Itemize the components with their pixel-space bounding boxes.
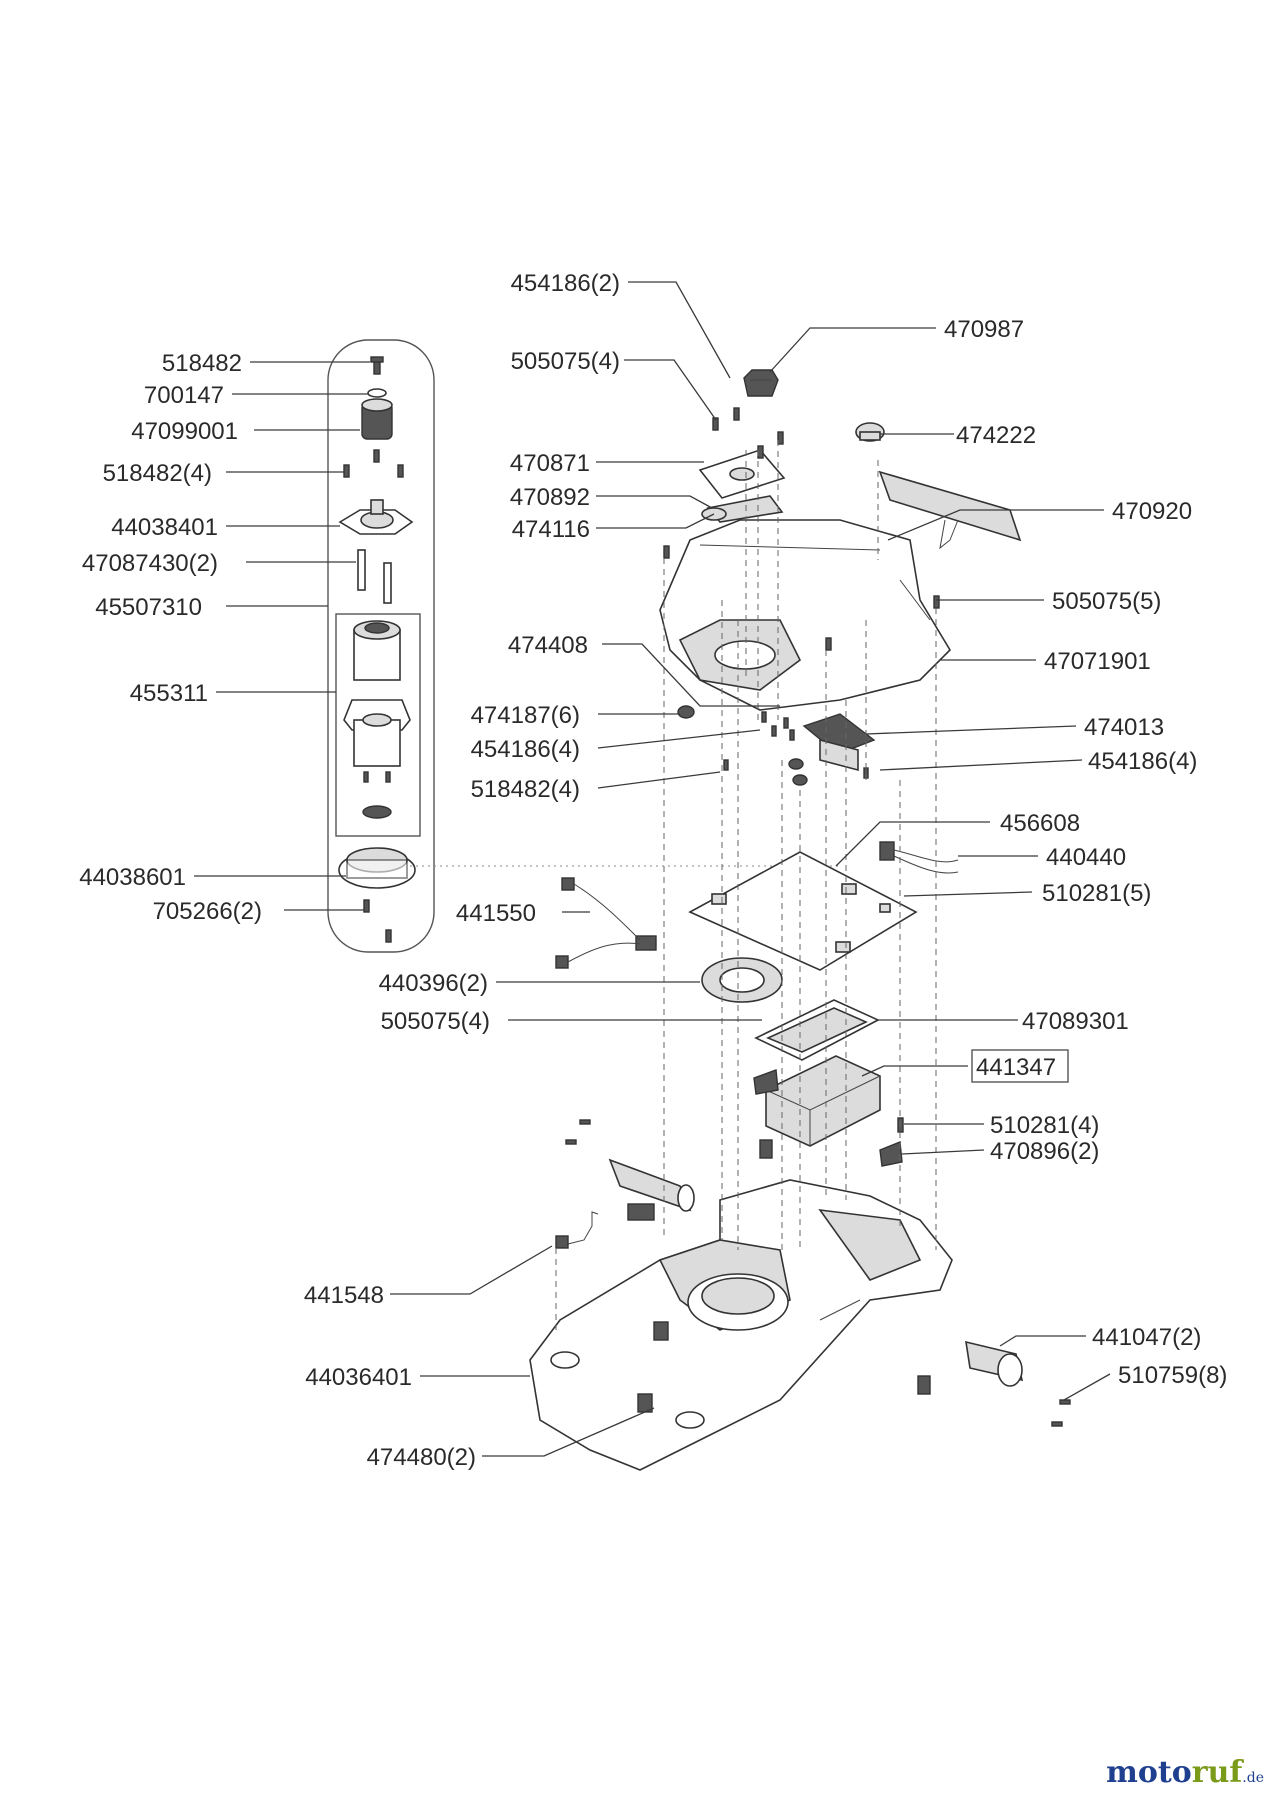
motor-group-outline [327, 339, 435, 953]
label-45507310: 45507310 [95, 594, 202, 621]
bracket-470871 [698, 449, 786, 499]
clips-470896 [753, 1069, 903, 1167]
label-470871: 470871 [510, 450, 590, 477]
motor-455311 [343, 620, 411, 819]
label-518482-4-b: 518482(4) [471, 776, 580, 803]
label-505075-4-b: 505075(4) [381, 1008, 490, 1035]
motor-inner-outline [335, 613, 421, 837]
label-470892: 470892 [510, 484, 590, 511]
label-474116: 474116 [512, 516, 590, 543]
label-44036401: 44036401 [305, 1364, 412, 1391]
label-518482-4-a: 518482(4) [103, 460, 212, 487]
pcb-456608 [688, 851, 918, 971]
label-474408: 474408 [508, 632, 588, 659]
label-505075-5: 505075(5) [1052, 588, 1161, 615]
pin-47087430-b [383, 562, 392, 604]
gasket-440396 [701, 957, 783, 1003]
screws-510759-right [1051, 1399, 1071, 1427]
flange-44038401 [338, 499, 414, 535]
label-474187-6: 474187(6) [471, 702, 580, 729]
harness-441550 [555, 877, 657, 969]
label-474013: 474013 [1084, 714, 1164, 741]
watermark-main-a: moto [1106, 1755, 1192, 1790]
label-474480-2: 474480(2) [367, 1444, 476, 1471]
screws-454186 [723, 711, 869, 779]
label-47071901: 47071901 [1044, 648, 1151, 675]
label-454186-4-b: 454186(4) [1088, 748, 1197, 775]
leader-lines [194, 281, 1111, 1457]
hub-44038601 [338, 847, 416, 889]
connector-440440 [879, 841, 959, 874]
label-470896-2: 470896(2) [990, 1138, 1099, 1165]
motor-wheel-right [917, 1340, 1024, 1395]
label-441347: 441347 [976, 1054, 1056, 1081]
cover-470920 [878, 470, 1022, 542]
label-456608: 456608 [1000, 810, 1080, 837]
label-470920: 470920 [1112, 498, 1192, 525]
label-441047-2: 441047(2) [1092, 1324, 1201, 1351]
screws-505075-4-top [712, 407, 784, 459]
pin-47087430-a [357, 549, 366, 591]
assembly-lines [555, 440, 937, 1330]
motor-wheel-left [608, 1158, 695, 1221]
screws-518482-4-left [343, 449, 404, 478]
switch-474013 [802, 713, 876, 772]
frame-47089301 [754, 999, 880, 1061]
washer-700147 [367, 388, 387, 398]
label-47099001: 47099001 [131, 418, 238, 445]
chassis-44036401 [529, 1179, 953, 1471]
screws-510759-left [565, 1119, 591, 1145]
screws-705266 [363, 899, 392, 943]
label-510281-5: 510281(5) [1042, 880, 1151, 907]
label-44038601: 44038601 [79, 864, 186, 891]
cap-474222 [855, 422, 885, 442]
label-441548: 441548 [304, 1282, 384, 1309]
label-505075-4-top: 505075(4) [511, 348, 620, 375]
watermark-main-b: ruf [1191, 1755, 1243, 1790]
bushing-474187 [677, 705, 695, 719]
knob-470987 [743, 369, 779, 397]
label-518482-a: 518482 [162, 350, 242, 377]
label-705266-2: 705266(2) [153, 898, 262, 925]
bushing-474187-b [788, 758, 804, 770]
label-44038401: 44038401 [111, 514, 218, 541]
highlight-box-441347 [971, 1049, 1069, 1083]
watermark-logo: motoruf.de [1106, 1755, 1264, 1790]
label-440396-2: 440396(2) [379, 970, 488, 997]
screw-518482 [370, 356, 384, 375]
housing-47071901 [659, 519, 952, 711]
part-labels: 454186(2) 470987 518482 505075(4) 700147… [79, 270, 1227, 1471]
label-454186-4-a: 454186(4) [471, 736, 580, 763]
battery-441347 [759, 1055, 881, 1159]
label-510759-8: 510759(8) [1118, 1362, 1227, 1389]
label-441550: 441550 [456, 900, 536, 927]
wire-441548 [555, 1211, 599, 1249]
label-700147: 700147 [144, 382, 224, 409]
label-47087430-2: 47087430(2) [82, 550, 218, 577]
label-47089301: 47089301 [1022, 1008, 1129, 1035]
label-454186-2-top: 454186(2) [511, 270, 620, 297]
gear-47099001 [361, 398, 393, 440]
label-440440: 440440 [1046, 844, 1126, 871]
label-474222: 474222 [956, 422, 1036, 449]
label-470987: 470987 [944, 316, 1024, 343]
label-510281-4: 510281(4) [990, 1112, 1099, 1139]
bushing-474187-c [792, 774, 808, 786]
watermark-suffix: .de [1242, 1770, 1264, 1786]
label-455311: 455311 [130, 680, 208, 707]
